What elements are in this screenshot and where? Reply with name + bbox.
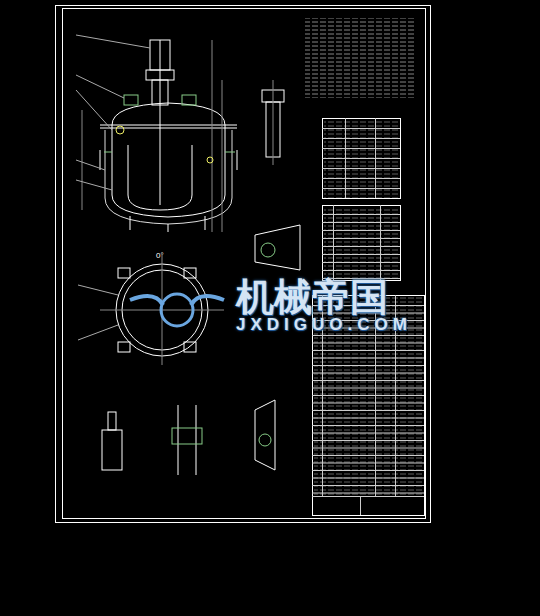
table-rule <box>322 148 400 149</box>
table-rule <box>322 128 400 129</box>
table-rule <box>312 425 424 426</box>
table-rule <box>360 496 361 515</box>
table-rule <box>322 178 400 179</box>
table-rule <box>322 168 400 169</box>
table-rule <box>312 410 424 411</box>
table-rule <box>312 380 424 381</box>
table-rule <box>312 470 424 471</box>
table-rule <box>312 358 424 359</box>
table-rule <box>312 373 424 374</box>
table-rule <box>312 478 424 479</box>
table-rule <box>322 158 400 159</box>
table-rule <box>375 118 376 198</box>
angle-label: 0° <box>156 252 164 260</box>
table-rule <box>312 365 424 366</box>
table-rule <box>333 205 334 280</box>
watermark-url: JXDIGUO.COM <box>236 316 412 333</box>
table-rule <box>312 395 424 396</box>
table-rule <box>312 343 424 344</box>
table-rule <box>322 188 400 189</box>
table-rule <box>312 455 424 456</box>
table-rule <box>312 496 424 497</box>
table-rule <box>312 448 424 449</box>
table-rule <box>312 350 424 351</box>
table-rule <box>312 440 424 441</box>
table-rule <box>380 205 381 280</box>
table-rule <box>312 433 424 434</box>
table-rule <box>312 463 424 464</box>
table-rule <box>312 403 424 404</box>
watermark-title: 机械帝国 <box>236 278 388 316</box>
table-rule <box>312 335 424 336</box>
table-rule <box>312 388 424 389</box>
table-rule <box>322 138 400 139</box>
table-rule <box>312 485 424 486</box>
table-rule <box>345 118 346 198</box>
table-rule <box>312 493 424 494</box>
table-rule <box>312 418 424 419</box>
